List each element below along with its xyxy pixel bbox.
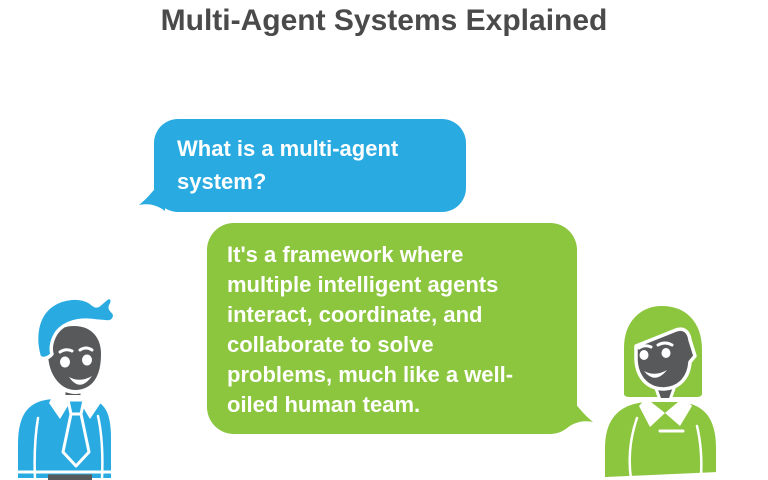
woman-right-eye	[661, 348, 671, 358]
man-left-eye	[60, 356, 70, 368]
question-bubble-tail	[139, 177, 165, 211]
woman-left-eyebrow	[637, 344, 653, 350]
man-left-eyebrow	[58, 348, 74, 354]
answer-bubble-tail	[567, 394, 593, 428]
woman-right-eyebrow	[656, 341, 674, 347]
woman-avatar	[601, 302, 720, 480]
page-title: Multi-Agent Systems Explained	[160, 4, 608, 37]
man-smile	[69, 376, 92, 385]
answer-bubble-tail-shape	[567, 394, 593, 428]
man-tie	[61, 412, 91, 468]
man-right-sleeve-seam	[96, 414, 104, 480]
woman-jacket	[601, 398, 720, 480]
answer-text: It's a framework where multiple intellig…	[227, 242, 514, 417]
man-right-eyebrow	[78, 346, 94, 352]
woman-left-seam	[628, 416, 639, 480]
woman-collar-left	[639, 398, 665, 427]
woman-left-eye	[639, 350, 649, 360]
question-bubble: What is a multi-agent system?	[139, 119, 466, 212]
woman-smile	[644, 370, 667, 378]
question-text: What is a multi-agent system?	[177, 136, 399, 194]
man-hair	[34, 296, 117, 361]
man-left-sleeve-seam	[33, 416, 40, 480]
question-bubble-tail-shape	[139, 177, 165, 211]
man-tie-knot	[66, 398, 86, 416]
man-avatar	[14, 296, 117, 480]
man-collar-left	[49, 393, 72, 419]
woman-collar-right	[665, 397, 692, 426]
answer-bubble: It's a framework where multiple intellig…	[207, 223, 593, 434]
woman-right-seam	[695, 424, 703, 478]
man-trousers	[48, 474, 92, 480]
man-right-eye	[82, 354, 92, 366]
